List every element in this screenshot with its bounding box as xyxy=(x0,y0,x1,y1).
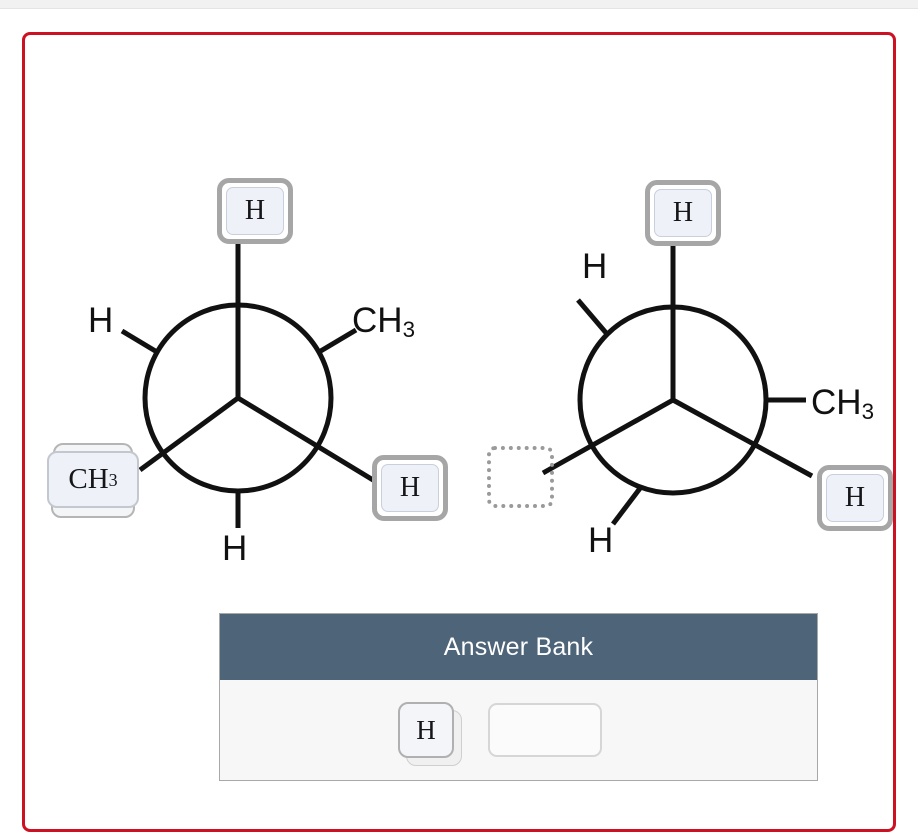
left-tile-ch3-text: CH xyxy=(68,463,109,495)
answer-bank-tile-h-face: H xyxy=(398,702,454,758)
left-label-ch3-upper-right: CH3 xyxy=(352,303,415,341)
right-label-ch3-right: CH3 xyxy=(811,385,874,423)
top-browser-strip xyxy=(0,0,918,9)
left-label-h-bottom: H xyxy=(222,529,248,568)
right-label-h-upper-left: H xyxy=(582,247,608,286)
left-label-ch3-subscript: 3 xyxy=(402,316,416,342)
left-tile-h-lower-right[interactable]: H xyxy=(372,455,448,521)
right-tile-h-lower-right-face: H xyxy=(826,474,884,522)
left-tile-h-lower-right-face: H xyxy=(381,464,439,512)
right-tile-h-top-face: H xyxy=(654,189,712,237)
answer-bank-tile-h[interactable]: H xyxy=(398,702,462,766)
left-label-ch3-text: CH xyxy=(352,301,403,340)
right-label-h-lower-left: H xyxy=(588,521,614,560)
right-tile-h-top[interactable]: H xyxy=(645,180,721,246)
right-label-ch3-subscript: 3 xyxy=(861,398,875,424)
left-tile-ch3-subscript: 3 xyxy=(108,469,118,490)
right-label-ch3-text: CH xyxy=(811,383,862,422)
left-tile-h-top-face: H xyxy=(226,187,284,235)
right-tile-h-lower-right[interactable]: H xyxy=(817,465,893,531)
answer-bank-title: Answer Bank xyxy=(220,614,817,680)
right-empty-drop-slot[interactable] xyxy=(487,446,554,508)
answer-bank-empty-slot[interactable] xyxy=(488,703,602,757)
left-label-h-upper-left: H xyxy=(88,301,114,340)
left-tile-h-top[interactable]: H xyxy=(217,178,293,244)
answer-bank-panel: Answer Bank H xyxy=(219,613,818,781)
answer-bank-body: H xyxy=(220,680,817,780)
